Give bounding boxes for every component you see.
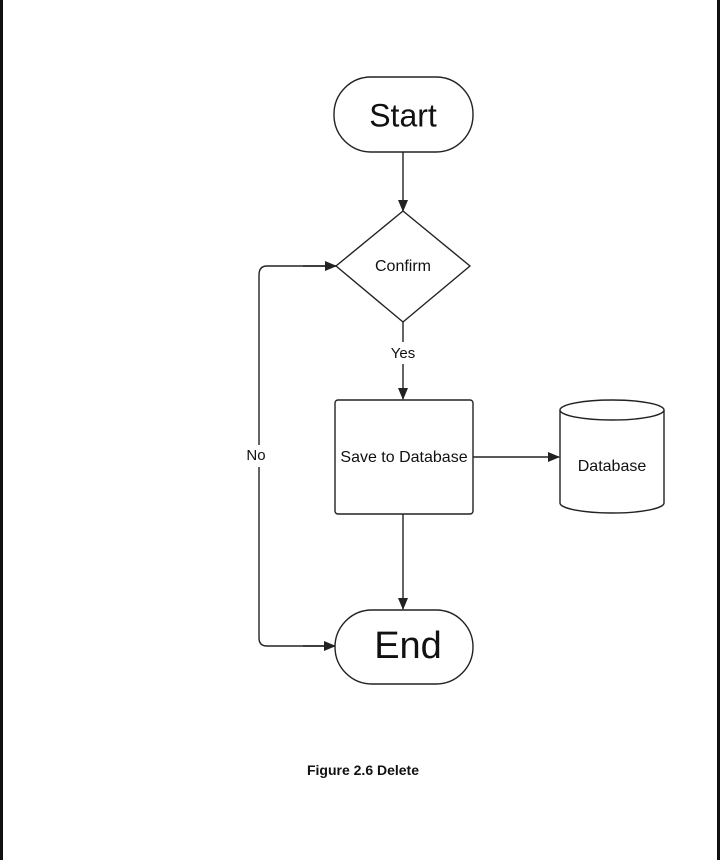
delete-flowchart: Start Confirm Yes Save to Database Datab…: [243, 76, 665, 685]
no-label: No: [246, 447, 265, 464]
end-label: End: [374, 625, 442, 667]
confirm-label: Confirm: [375, 258, 431, 275]
figure-caption: Figure 2.6 Delete: [306, 762, 420, 778]
save-to-database-label: Save to Database: [340, 449, 467, 466]
end-terminator: End: [334, 609, 474, 685]
yes-label: Yes: [391, 345, 415, 362]
database-label: Database: [578, 458, 647, 475]
no-label-mask: [243, 445, 273, 467]
save-to-database-process: Save to Database: [334, 399, 474, 515]
start-label: Start: [369, 97, 437, 133]
confirm-decision: Confirm: [335, 210, 471, 323]
start-terminator: Start: [333, 76, 474, 153]
database-cylinder: Database: [559, 399, 665, 514]
